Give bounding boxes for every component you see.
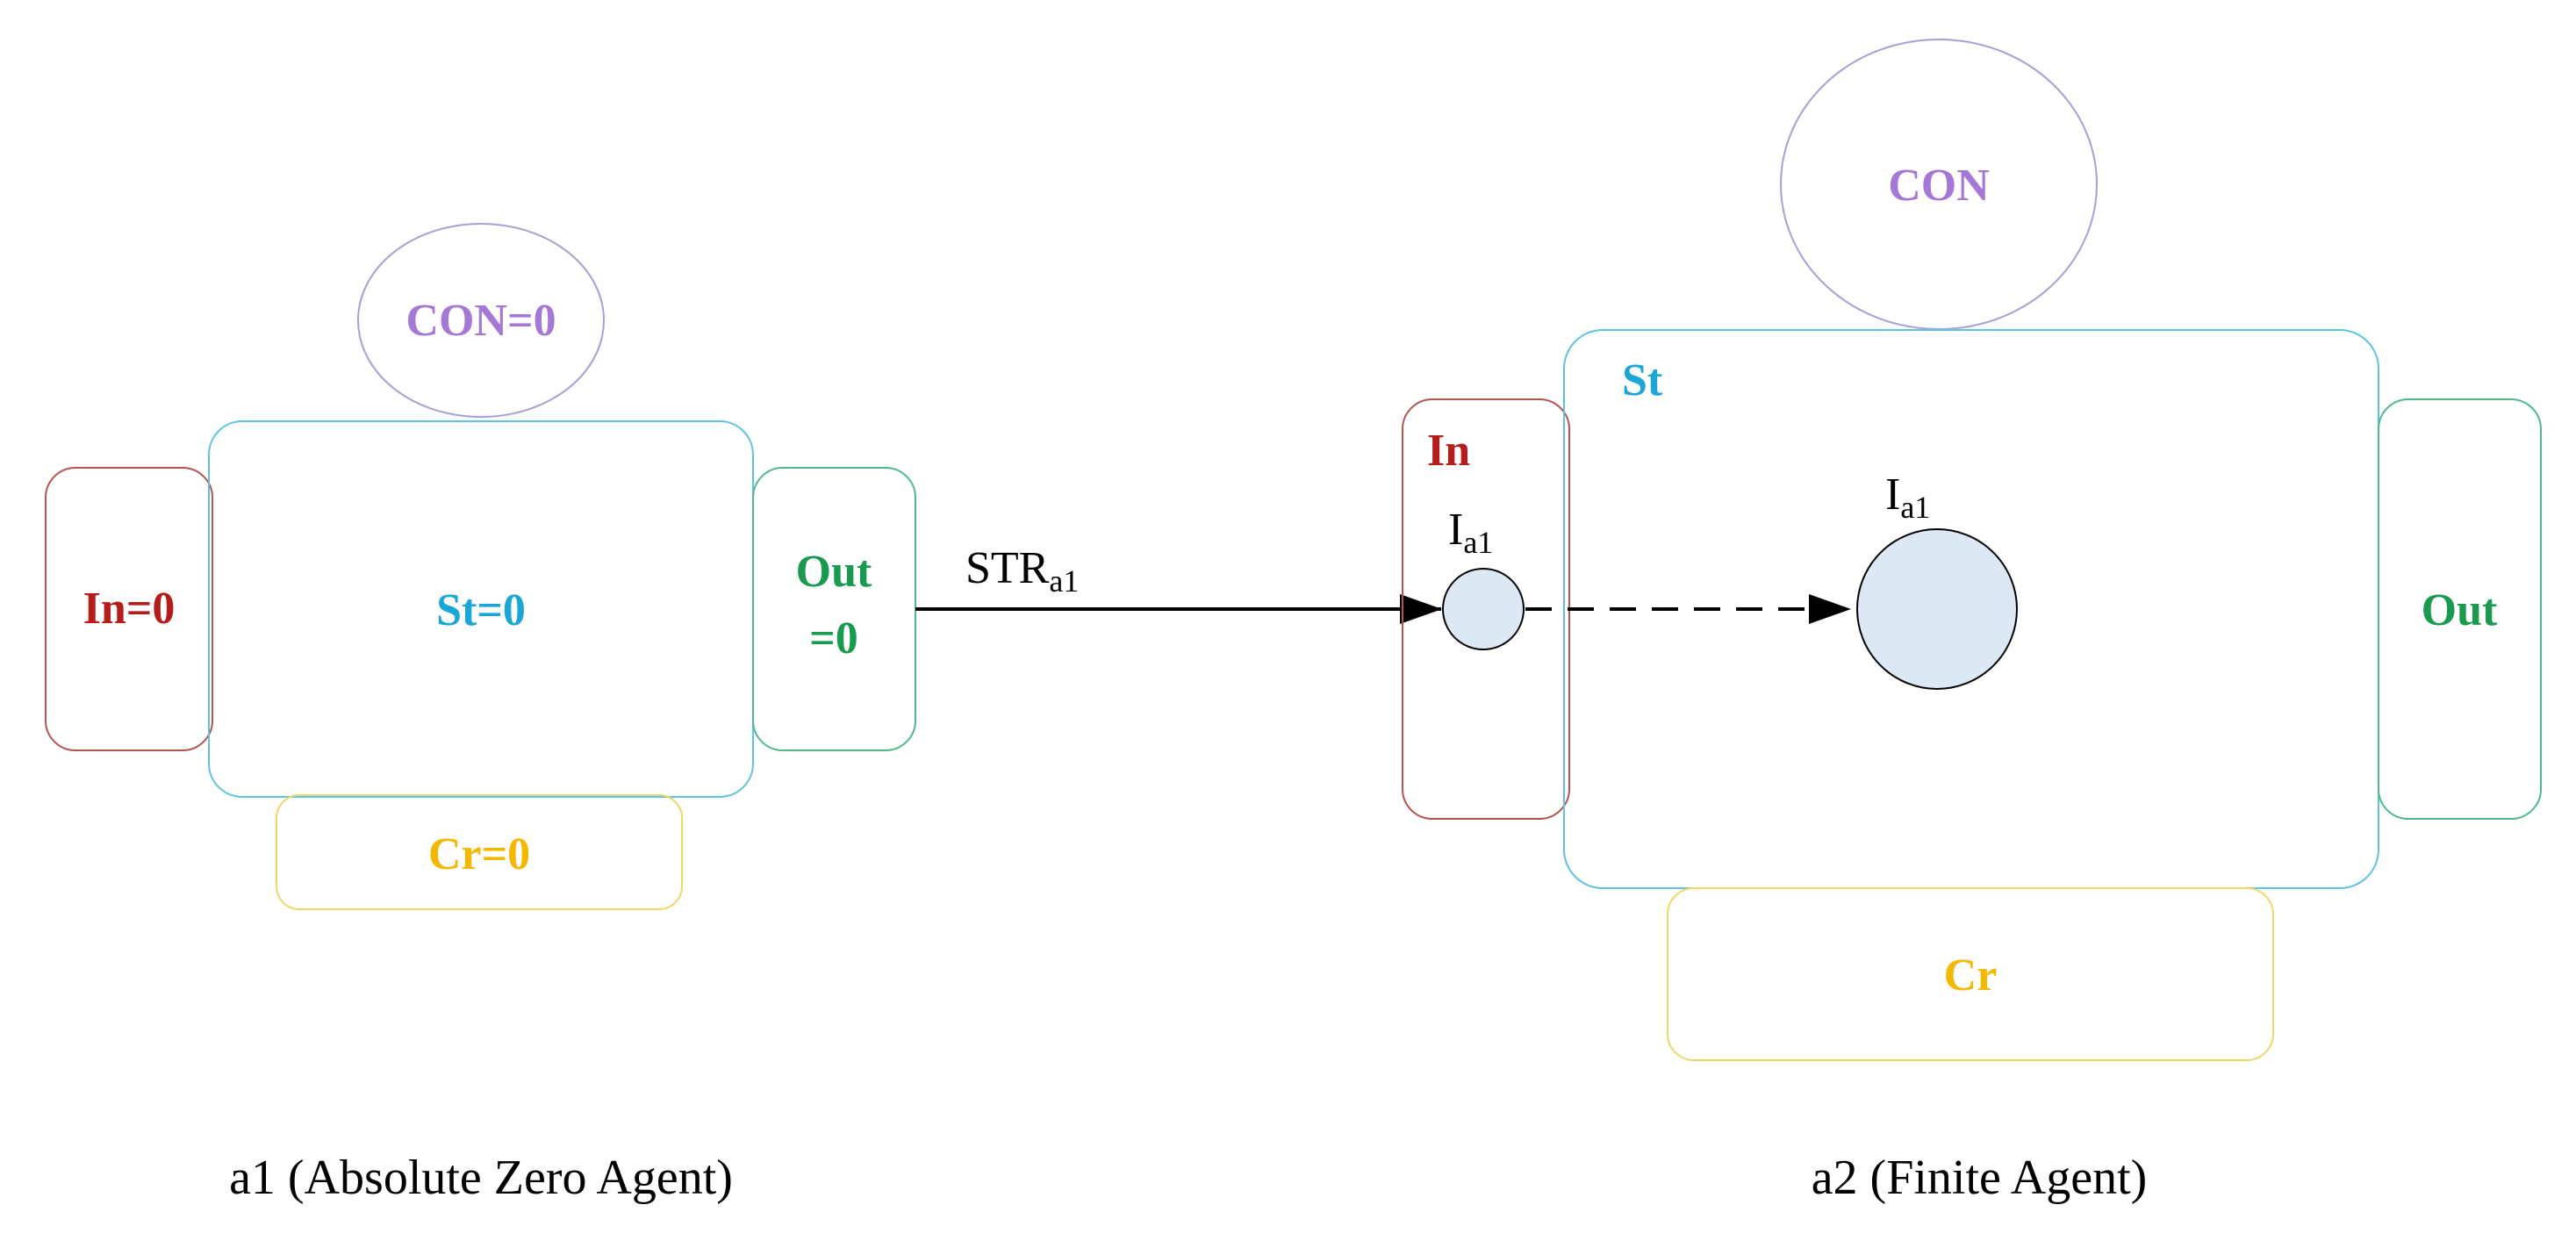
agent1-group: CON=0 In=0 St=0 Out =0 Cr=0 a1 (Absolute…	[45, 223, 916, 1205]
agent2-st-node-label: Ia1	[1885, 470, 1930, 525]
agent2-in-node-main: I	[1448, 505, 1463, 555]
transfer-label-main: STR	[965, 543, 1050, 593]
agent2-in-node-circle	[1442, 568, 1525, 650]
agent2-group: CON In St Out Cr Ia1 Ia1 a2 (Finite Agen…	[1402, 39, 2542, 1205]
agent2-out-box	[2378, 398, 2542, 820]
agent2-in-node-label: Ia1	[1448, 505, 1493, 560]
agent1-caption: a1 (Absolute Zero Agent)	[229, 1151, 733, 1205]
agent2-st-node-sub: a1	[1900, 490, 1930, 525]
agent1-out-box	[752, 467, 916, 751]
agent2-out-label: Out	[2422, 585, 2498, 635]
agent1-con-ellipse	[357, 223, 605, 418]
agent2-cr-box	[1667, 887, 2274, 1061]
transfer-label: STRa1	[965, 543, 1079, 599]
transfer-label-sub: a1	[1049, 563, 1079, 599]
agent1-in-box	[45, 467, 213, 751]
agent1-cr-label: Cr=0	[428, 829, 530, 879]
agent2-in-label: In	[1427, 426, 1470, 476]
agent1-in-label: In=0	[83, 584, 176, 634]
agent1-st-label: St=0	[436, 585, 526, 635]
transfer-arrow-group: STRa1	[915, 543, 1442, 624]
agent2-st-label: St	[1622, 355, 1663, 405]
agent2-caption: a2 (Finite Agent)	[1812, 1151, 2148, 1205]
agent2-in-node-sub: a1	[1463, 525, 1493, 560]
agent1-out-label-line2: =0	[809, 613, 858, 663]
agent1-out-label-line1: Out	[796, 547, 872, 597]
agent2-st-node-circle	[1856, 528, 2018, 690]
agent2-st-node-main: I	[1885, 470, 1900, 520]
agent2-cr-label: Cr	[1944, 950, 1998, 1000]
agent2-con-label: CON	[1888, 161, 1990, 211]
agent1-cr-box	[276, 794, 683, 910]
agent1-con-label: CON=0	[405, 296, 556, 346]
